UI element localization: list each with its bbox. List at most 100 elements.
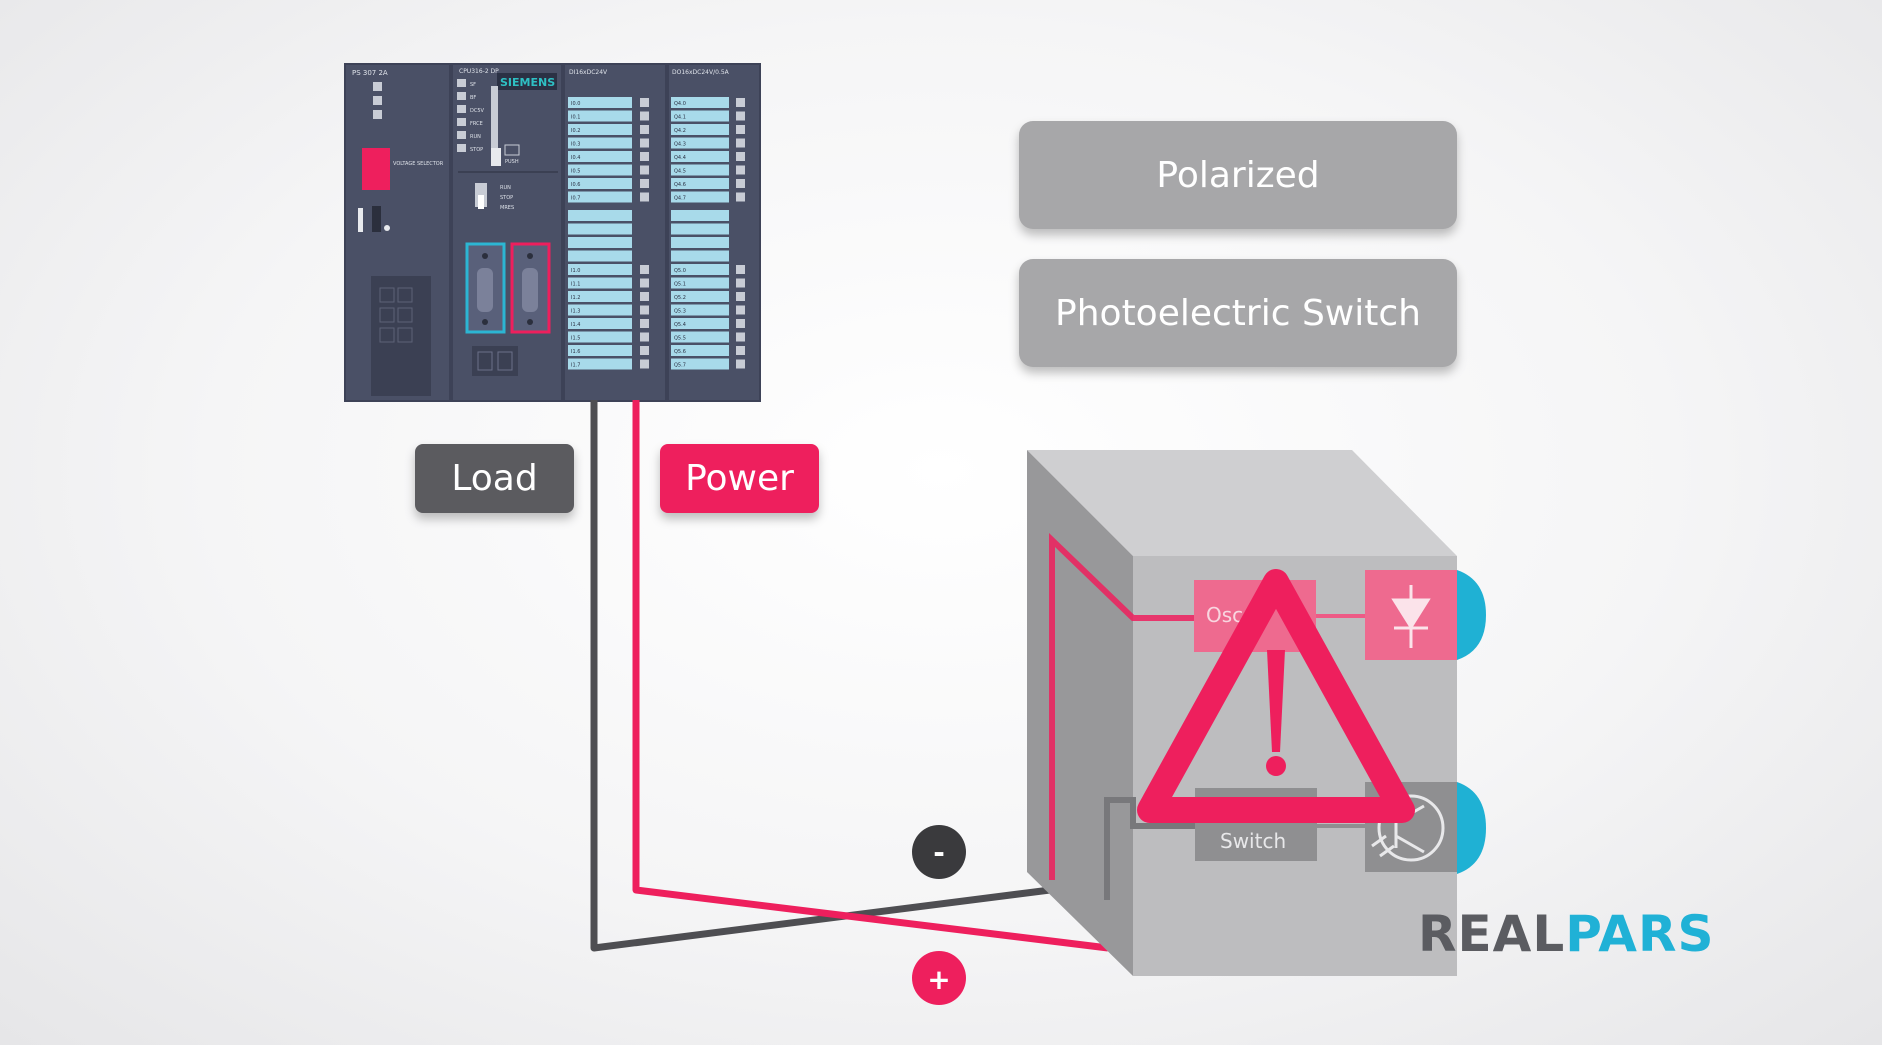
logo-real: REAL: [1418, 905, 1566, 963]
io-cell: [671, 97, 729, 108]
io-cell-blank: [568, 250, 632, 262]
emitter-lens: [1457, 570, 1486, 660]
sensor-top-face: [1027, 450, 1457, 556]
io-cell-label: Q5.3: [674, 309, 686, 315]
io-cell-label: Q5.2: [674, 295, 686, 301]
io-led: [736, 152, 745, 161]
io-led: [640, 305, 649, 315]
io-cell: [568, 164, 632, 176]
io-cell: [568, 191, 632, 203]
io-cell-label: I1.3: [571, 309, 580, 315]
io-led: [736, 192, 745, 202]
io-cell: [568, 110, 632, 122]
do-io-labels: Q4.0Q4.1Q4.2Q4.3Q4.4Q4.5Q4.6Q4.7Q5.0Q5.1…: [671, 97, 745, 370]
io-led: [736, 305, 745, 315]
logo-pars: PARS: [1565, 905, 1715, 963]
io-led: [640, 165, 649, 175]
io-cell-label: I1.6: [571, 349, 580, 355]
io-cell: [671, 291, 729, 302]
io-cell-label: Q5.5: [674, 336, 686, 342]
cpu-led-label: FRCE: [470, 121, 483, 127]
oscillator-label: Osc: [1206, 603, 1243, 627]
io-cell: [671, 110, 729, 122]
receiver-lens: [1457, 782, 1486, 874]
io-led: [640, 152, 649, 161]
io-cell-label: Q4.6: [674, 182, 686, 188]
power-wire: [632, 400, 1109, 952]
io-led: [736, 125, 745, 134]
io-cell: [568, 331, 632, 343]
io-cell-label: I0.0: [571, 101, 580, 107]
cpu-led-label: SF: [470, 82, 476, 88]
io-cell-label: I1.7: [571, 363, 580, 369]
io-cell-blank: [671, 210, 729, 221]
internal-power-trace: [1049, 532, 1195, 880]
io-led: [736, 179, 745, 188]
io-cell-label: I1.2: [571, 295, 580, 301]
voltage-selector-text: VOLTAGE SELECTOR: [393, 161, 444, 167]
io-cell: [671, 345, 729, 356]
io-cell-blank: [671, 237, 729, 248]
io-cell: [671, 358, 729, 370]
io-cell: [671, 124, 729, 135]
io-led: [640, 138, 649, 148]
io-cell-label: I1.1: [571, 282, 580, 288]
cpu-led: [457, 92, 466, 100]
io-cell: [671, 164, 729, 176]
cpu-led-label: RUN: [470, 134, 481, 140]
io-cell-label: Q4.1: [674, 115, 686, 121]
diode-icon: [1391, 585, 1431, 648]
siemens-badge: [497, 73, 557, 90]
io-led: [736, 332, 745, 342]
io-cell: [671, 151, 729, 162]
io-cell-label: I0.7: [571, 196, 580, 202]
io-cell: [568, 318, 632, 329]
warning-icon: [1137, 569, 1415, 823]
io-led: [640, 359, 649, 369]
minus-marker: [912, 825, 966, 879]
ps-model-text: PS 307 2A: [352, 69, 388, 77]
io-led: [736, 111, 745, 121]
cpu-led: [457, 105, 466, 113]
io-cell: [568, 304, 632, 316]
io-cell: [568, 137, 632, 149]
minus-text: -: [933, 836, 945, 869]
io-cell-label: Q5.4: [674, 322, 686, 328]
io-cell-label: I0.2: [571, 128, 580, 134]
io-cell-label: Q4.0: [674, 101, 686, 107]
io-cell: [671, 331, 729, 343]
push-text: PUSH: [505, 159, 519, 165]
io-cell-label: I1.5: [571, 336, 580, 342]
switch-label: Switch: [1220, 829, 1286, 853]
io-cell-label: Q5.6: [674, 349, 686, 355]
io-led: [640, 319, 649, 328]
io-cell-label: I0.1: [571, 115, 580, 121]
cpu-led: [457, 144, 466, 152]
cpu-led: [457, 79, 466, 87]
cpu-mode-label: RUN: [500, 185, 511, 191]
io-cell: [671, 264, 729, 275]
io-led: [640, 111, 649, 121]
io-cell: [568, 178, 632, 189]
do-module-text: DO16xDC24V/0.5A: [672, 69, 730, 76]
io-cell-blank: [671, 223, 729, 235]
di-io-labels: I0.0I0.1I0.2I0.3I0.4I0.5I0.6I0.7I1.0I1.1…: [568, 97, 649, 370]
io-cell: [568, 264, 632, 275]
cpu-mode-label: MRES: [500, 205, 514, 211]
cpu-module: [451, 63, 563, 402]
io-led: [640, 332, 649, 342]
load-label: Load: [415, 444, 574, 513]
polarized-label: Polarized: [1019, 121, 1457, 229]
cpu-led: [457, 131, 466, 139]
cpu-led-label: BF: [470, 95, 476, 101]
photoelectric-sensor: Osc Switch: [1027, 450, 1486, 976]
siemens-brand: SIEMENS: [500, 76, 555, 89]
io-led: [640, 346, 649, 355]
io-cell: [671, 318, 729, 329]
plus-marker: [912, 951, 966, 1005]
io-led: [640, 265, 649, 274]
io-led: [736, 165, 745, 175]
io-cell: [671, 277, 729, 289]
